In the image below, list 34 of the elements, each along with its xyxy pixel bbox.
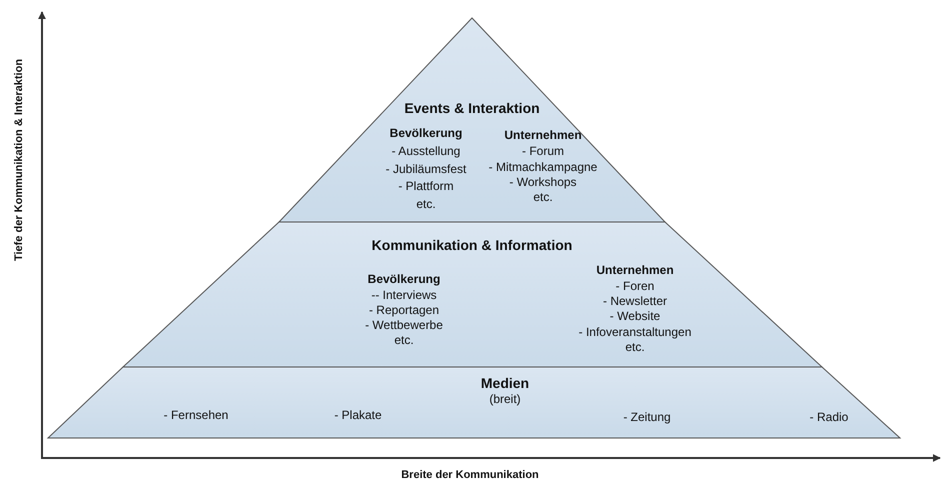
- x-axis-label: Breite der Kommunikation: [401, 469, 539, 481]
- list-item: - Newsletter: [603, 295, 667, 309]
- list-item: - Reportagen: [368, 304, 440, 318]
- list-item: - Zeitung: [623, 411, 671, 425]
- list-item: - Fernsehen: [164, 409, 228, 423]
- pyramid-level: [279, 18, 665, 222]
- list-item: - Forum: [522, 145, 564, 159]
- level-title: Kommunikation & Information: [372, 236, 572, 254]
- group-heading: Unternehmen: [504, 129, 582, 143]
- list-item: - Mitmachkampagne: [488, 161, 598, 175]
- list-item: -- Interviews: [371, 289, 437, 303]
- level-title: Medien: [480, 374, 530, 392]
- list-item: - Wettbewerbe: [365, 319, 443, 333]
- list-item: - Jubiläumsfest: [386, 163, 466, 177]
- list-item: etc.: [416, 198, 436, 212]
- pyramid-level: [48, 367, 900, 438]
- list-item: - Foren: [616, 280, 654, 294]
- group-heading: Bevölkerung: [390, 127, 462, 141]
- list-item: - Ausstellung: [392, 145, 460, 159]
- list-item: etc.: [625, 341, 645, 355]
- list-item: - Plattform: [398, 180, 454, 194]
- group-heading: Bevölkerung: [368, 273, 440, 287]
- list-item: - Plakate: [334, 409, 382, 423]
- list-item: - Radio: [810, 411, 848, 425]
- level-title: Events & Interaktion: [404, 100, 540, 116]
- y-axis-label: Tiefe der Kommunikation & Interaktion: [13, 58, 25, 262]
- pyramid-level: [123, 222, 822, 367]
- list-item: - Workshops: [509, 176, 577, 190]
- list-item: (breit): [489, 393, 521, 407]
- group-heading: Unternehmen: [596, 264, 674, 278]
- list-item: - Website: [610, 310, 660, 324]
- list-item: etc.: [394, 334, 414, 348]
- list-item: etc.: [533, 191, 553, 205]
- list-item: - Infoveranstaltungen: [578, 326, 692, 340]
